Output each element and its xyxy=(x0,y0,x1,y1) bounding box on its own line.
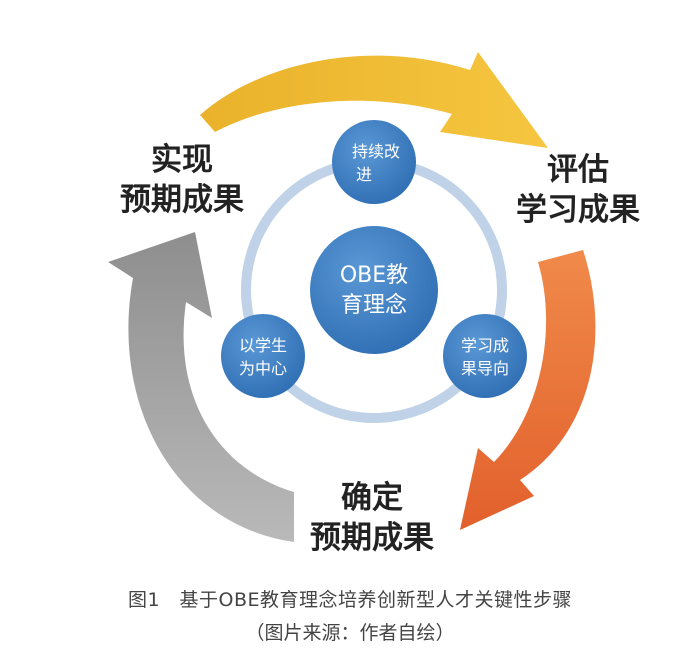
svg-text:以学生: 以学生 xyxy=(239,336,287,355)
figure-source: （图片来源：作者自绘） xyxy=(245,622,455,644)
stage-define-line-1: 确定 xyxy=(341,480,403,516)
stage-define-label: 确定 预期成果 xyxy=(282,478,462,558)
stage-realize-line-1: 实现 xyxy=(151,142,213,178)
obe-cycle-diagram: OBE教 育理念 持续改 进 以学生 为中心 学习成 果导向 xyxy=(108,52,596,542)
arrow-define xyxy=(460,250,596,530)
stage-evaluate-label: 评估 学习成果 xyxy=(488,150,668,230)
svg-text:为中心: 为中心 xyxy=(239,359,287,378)
node-student-centered xyxy=(221,314,305,398)
svg-text:进: 进 xyxy=(356,165,372,184)
node-improve-line-2: 进 xyxy=(356,165,372,184)
node-outcome-oriented xyxy=(443,314,527,398)
arrow-realize xyxy=(108,232,294,542)
stage-evaluate-line-2: 学习成果 xyxy=(516,192,640,228)
center-line-2: 育理念 xyxy=(341,293,407,318)
node-continuous-improvement xyxy=(332,120,416,204)
svg-text:育理念: 育理念 xyxy=(341,293,407,318)
stage-define-line-2: 预期成果 xyxy=(310,520,434,556)
node-outcome-line-2: 果导向 xyxy=(461,359,509,378)
center-node xyxy=(310,226,438,354)
stage-realize-label: 实现 预期成果 xyxy=(92,140,272,220)
stage-realize-line-2: 预期成果 xyxy=(120,182,244,218)
svg-text:持续改: 持续改 xyxy=(352,142,400,161)
node-outcome-line-1: 学习成 xyxy=(461,336,509,355)
svg-text:OBE教: OBE教 xyxy=(340,263,408,288)
svg-text:果导向: 果导向 xyxy=(461,359,509,378)
arrow-evaluate xyxy=(200,52,548,148)
node-student-line-2: 为中心 xyxy=(239,359,287,378)
node-student-line-1: 以学生 xyxy=(239,336,287,355)
stage-evaluate-line-1: 评估 xyxy=(547,152,609,188)
center-line-1: OBE教 xyxy=(340,263,408,288)
figure-caption: 图1 基于OBE教育理念培养创新型人才关键性步骤 xyxy=(127,589,573,611)
node-improve-line-1: 持续改 xyxy=(352,142,400,161)
svg-text:学习成: 学习成 xyxy=(461,336,509,355)
